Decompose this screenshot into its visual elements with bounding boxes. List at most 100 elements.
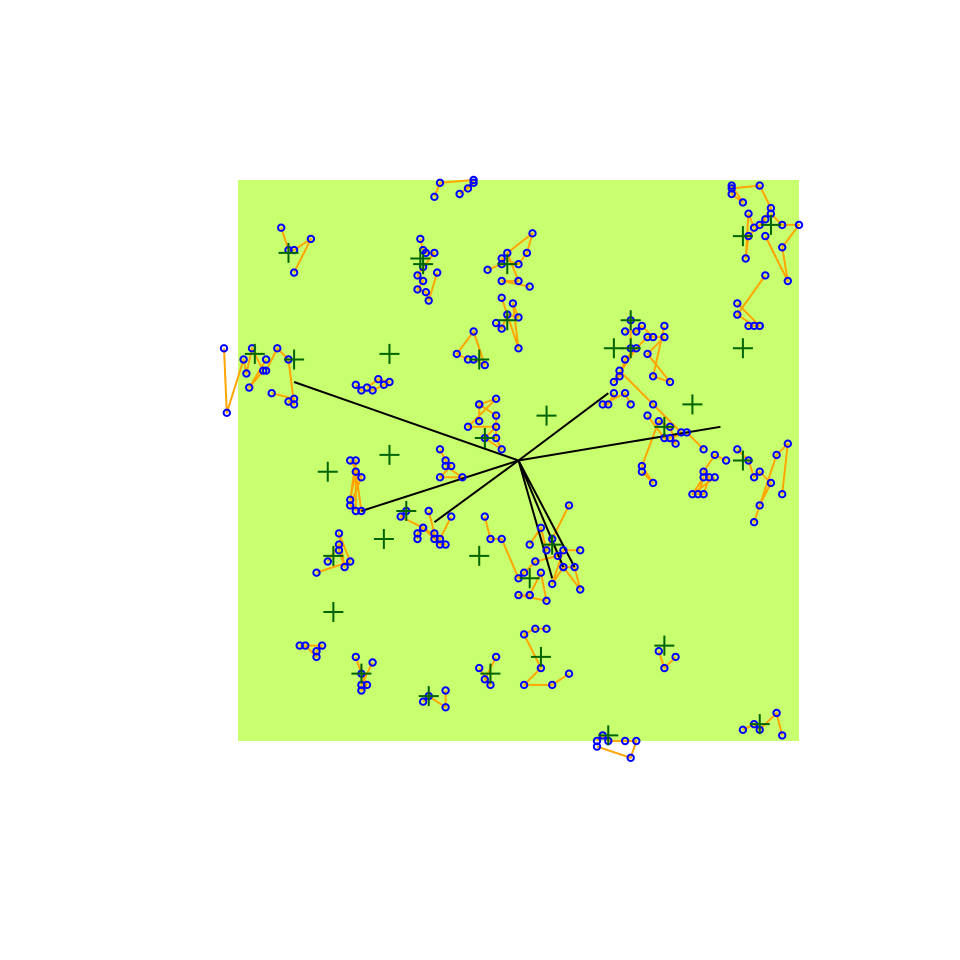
point-4-10: [525, 282, 534, 291]
cluster-path-34: [299, 644, 324, 658]
spoke-4: [517, 392, 609, 462]
point-30-3: [480, 675, 489, 684]
point-7-3: [491, 411, 501, 420]
point-31-3: [441, 703, 450, 712]
point-24-2: [733, 310, 742, 319]
cluster-path-28: [657, 650, 677, 670]
point-5-2: [497, 324, 506, 333]
point-17-4: [514, 590, 523, 600]
point-22-3: [741, 254, 750, 263]
point-19-10: [665, 377, 675, 387]
parent-cross-16: [542, 534, 563, 555]
parent-cross-19: [603, 338, 624, 359]
point-11-7: [351, 456, 360, 465]
point-4-3: [497, 254, 506, 263]
point-21-4: [648, 332, 658, 342]
point-7-9: [491, 394, 501, 403]
point-14-2: [222, 408, 232, 417]
point-19-9: [643, 349, 652, 359]
point-1-5: [289, 268, 299, 277]
point-28-1: [654, 647, 663, 656]
spoke-5: [518, 425, 721, 462]
parent-cross-15: [469, 545, 490, 566]
point-20-6: [699, 445, 708, 454]
parent-cross-11: [317, 461, 338, 482]
point-28-2: [660, 663, 669, 673]
point-15-5: [519, 568, 529, 577]
point-29-7: [564, 669, 574, 678]
point-26-6: [755, 501, 764, 510]
point-3-10: [424, 296, 433, 305]
point-26-8: [772, 450, 781, 460]
point-23-3: [794, 220, 804, 230]
point-15-7: [553, 551, 562, 561]
point-12-5: [368, 386, 377, 395]
point-26-7: [749, 518, 759, 527]
point-33-5: [334, 529, 344, 538]
point-29-3: [519, 630, 529, 639]
point-25-1: [721, 456, 731, 465]
point-23-6: [761, 231, 770, 241]
point-35-5: [632, 736, 641, 746]
point-3-9: [421, 288, 431, 297]
cluster-path-29: [523, 627, 570, 686]
point-3-1: [416, 234, 425, 244]
point-26-4: [755, 467, 764, 476]
point-5-5: [508, 299, 518, 308]
point-14-6: [259, 366, 268, 375]
point-15-9: [564, 501, 574, 510]
spoke-1: [293, 381, 519, 462]
parent-cross-4: [497, 254, 518, 275]
parent-cross-13: [284, 349, 305, 370]
point-27-3: [671, 439, 680, 448]
point-6-4: [452, 349, 461, 359]
point-3-8: [413, 285, 422, 294]
point-13-2: [273, 344, 282, 353]
point-23-5: [783, 276, 792, 286]
point-8-4: [435, 473, 445, 482]
point-27-8: [637, 467, 647, 476]
point-36-1: [738, 725, 748, 734]
parent-cross-27: [654, 416, 675, 437]
point-35-6: [626, 753, 635, 762]
point-21-2: [632, 327, 641, 336]
point-11-2: [357, 473, 366, 482]
cluster-path-25: [691, 453, 727, 496]
point-8-1: [435, 445, 445, 454]
point-36-4: [772, 708, 781, 718]
spoke-2: [361, 459, 519, 512]
point-5-7: [497, 293, 506, 302]
point-7-1: [475, 417, 484, 426]
point-25-9: [710, 473, 719, 482]
point-32-1: [351, 652, 360, 662]
parent-cross-33: [323, 545, 344, 566]
point-34-4: [317, 641, 327, 650]
point-13-1: [261, 366, 271, 375]
point-19-12: [660, 321, 669, 331]
parent-cross-6: [469, 349, 490, 370]
cluster-path-12: [355, 378, 391, 392]
parent-cross-29: [530, 646, 551, 667]
point-4-8: [514, 276, 523, 286]
parent-crosses: [244, 214, 781, 746]
point-15-3: [497, 534, 506, 544]
point-27-7: [648, 478, 658, 488]
point-15-12: [525, 540, 534, 549]
parent-cross-26: [732, 450, 753, 471]
point-16-7: [576, 546, 585, 555]
point-2-2: [435, 178, 445, 188]
point-22-8: [755, 181, 764, 190]
point-18-3: [598, 400, 607, 409]
point-15-6: [531, 557, 540, 566]
point-24-7: [733, 299, 742, 308]
point-3-6: [413, 271, 422, 280]
point-2-3: [469, 175, 478, 185]
parent-cross-8: [379, 444, 400, 465]
point-10-4: [435, 534, 445, 544]
parent-cross-25: [682, 394, 703, 415]
point-14-3: [239, 355, 248, 364]
parent-cross-34: [323, 601, 344, 622]
point-29-5: [519, 680, 529, 690]
parent-cross-14: [244, 343, 265, 364]
point-12-6: [357, 386, 366, 395]
